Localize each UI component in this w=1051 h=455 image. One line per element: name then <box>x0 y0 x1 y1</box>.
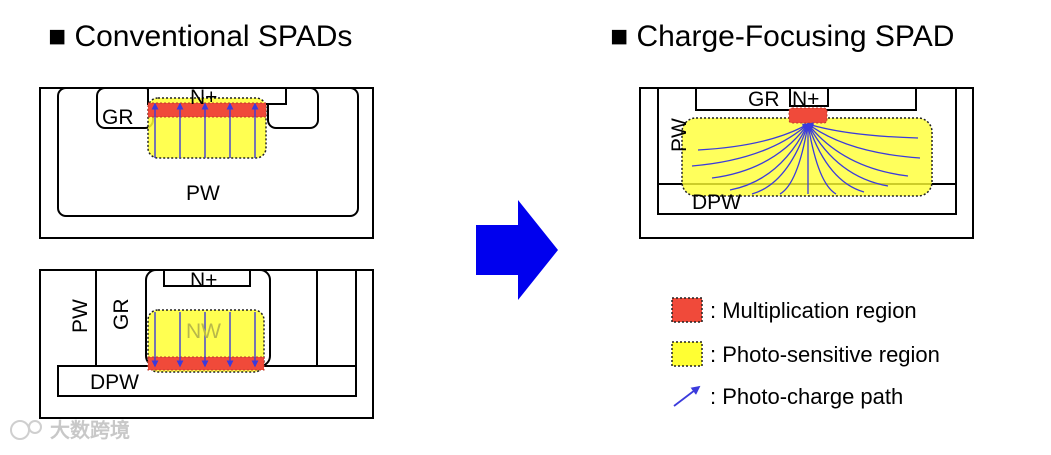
charge-paths-top <box>151 102 259 158</box>
charge-path-curve-2 <box>711 122 809 179</box>
photo-sensitive-region-cf <box>681 117 933 197</box>
label-pw-cf: PW <box>668 118 691 152</box>
watermark-text: 大数跨境 <box>50 418 130 442</box>
label-pw: PW <box>186 182 220 205</box>
legend-multiplication-label: : Multiplication region <box>710 298 917 323</box>
charge-path-curve-0 <box>691 123 809 167</box>
n-plus-region-2 <box>163 269 251 287</box>
charge-path-curve-7 <box>805 122 837 195</box>
multiplication-region-cf <box>788 107 828 124</box>
charge-path-curve-10 <box>807 122 909 177</box>
title-charge-focusing: ■ Charge-Focusing SPAD <box>610 20 954 53</box>
charge-path-curve-8 <box>806 122 865 193</box>
label-nw: NW <box>186 320 221 343</box>
watermark-logo-icon <box>10 420 30 440</box>
label-pw-vertical: PW <box>69 299 92 333</box>
label-dpw-cf: DPW <box>692 191 741 214</box>
label-n-plus: N+ <box>190 86 217 109</box>
label-gr-vertical: GR <box>110 299 133 331</box>
charge-path-curve-3 <box>729 122 809 191</box>
label-dpw: DPW <box>90 371 139 394</box>
charge-paths-cf <box>691 122 921 195</box>
charge-path-curve-4 <box>751 122 810 195</box>
transition-arrow-icon <box>476 200 558 300</box>
legend-path-label: : Photo-charge path <box>710 384 903 409</box>
title-conventional: ■ Conventional SPADs <box>48 20 352 53</box>
legend-path-arrow-icon <box>673 385 701 407</box>
legend-multiplication-swatch <box>671 297 703 323</box>
label-n-plus-2: N+ <box>190 269 217 292</box>
watermark-logo-dot-icon <box>28 420 42 434</box>
charge-path-curve-1 <box>697 123 810 151</box>
label-n-plus-cf: N+ <box>792 88 819 111</box>
conventional-spad-top: GR N+ PW <box>39 86 374 239</box>
multiplication-region-2 <box>147 356 265 371</box>
legend-photosensitive-label: : Photo-sensitive region <box>710 342 940 367</box>
legend: : Multiplication region : Photo-sensitiv… <box>671 297 940 409</box>
charge-path-curve-12 <box>806 122 919 139</box>
label-gr: GR <box>102 106 134 129</box>
label-gr-cf: GR <box>748 88 780 111</box>
watermark: 大数跨境 <box>10 418 130 442</box>
charge-focusing-spad: GR N+ DPW PW <box>639 87 974 239</box>
charge-path-curve-9 <box>807 122 889 187</box>
charge-paths-bottom <box>151 312 259 368</box>
charge-path-curve-11 <box>806 123 921 159</box>
charge-path-curve-5 <box>779 122 811 195</box>
legend-photosensitive-swatch <box>671 341 703 367</box>
conventional-spad-bottom: N+ NW DPW PW GR <box>39 269 374 419</box>
n-plus-region-cf <box>789 87 829 107</box>
